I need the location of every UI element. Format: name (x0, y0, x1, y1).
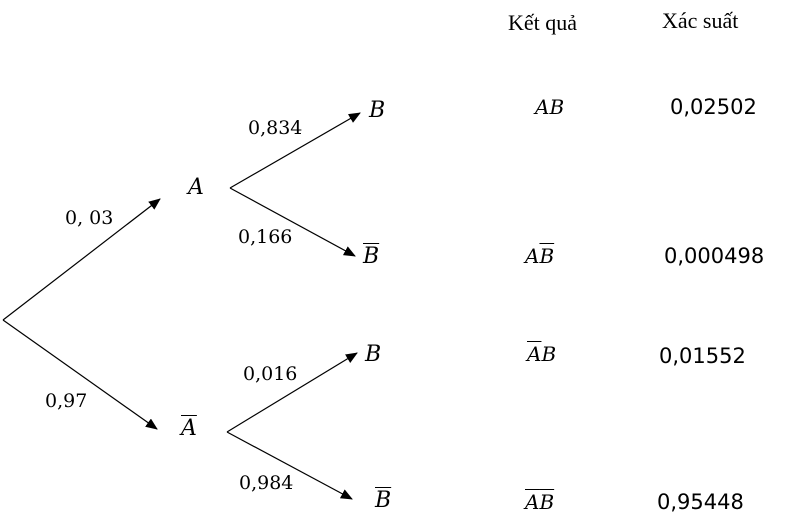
node-a-bar: A (181, 416, 197, 441)
probability-column-header: Xác suất (662, 8, 739, 33)
edge-prob-a-to-b: 0,834 (248, 117, 303, 139)
outcome-a-bar-b: AB (527, 342, 557, 366)
branch-root-to-a (2, 198, 161, 321)
outcome-a-bar-b-bar: AB (525, 490, 555, 514)
node-b-upper: B (369, 98, 386, 123)
edge-prob-a-to-b-bar: 0,166 (238, 226, 293, 248)
branch-root-to-a-bar (2, 319, 158, 430)
result-column-header: Kết quả (508, 10, 578, 35)
node-b-lower: B (365, 342, 382, 367)
outcome-prob-ab: 0,02502 (670, 95, 757, 119)
branch-a-to-b-bar (229, 187, 356, 257)
outcome-ab: AB (535, 95, 565, 119)
outcome-prob-a-bar-b-bar: 0,95448 (657, 490, 744, 514)
edge-prob-root-to-a-bar: 0,97 (45, 390, 88, 412)
edge-prob-a-bar-to-b-bar: 0,984 (239, 472, 294, 494)
branch-a-to-b (229, 112, 361, 189)
outcome-a-b-bar: AB (525, 244, 555, 268)
node-b-bar-lower: B (375, 488, 392, 513)
outcome-prob-a-bar-b: 0,01552 (659, 344, 746, 368)
node-b-bar-upper: B (363, 244, 380, 269)
branch-a-bar-to-b (226, 352, 358, 433)
edge-prob-a-bar-to-b: 0,016 (243, 363, 298, 385)
node-a: A (188, 175, 204, 200)
outcome-prob-a-b-bar: 0,000498 (664, 244, 765, 268)
branch-a-bar-to-b-bar (226, 431, 353, 500)
edge-prob-root-to-a: 0, 03 (65, 207, 114, 229)
